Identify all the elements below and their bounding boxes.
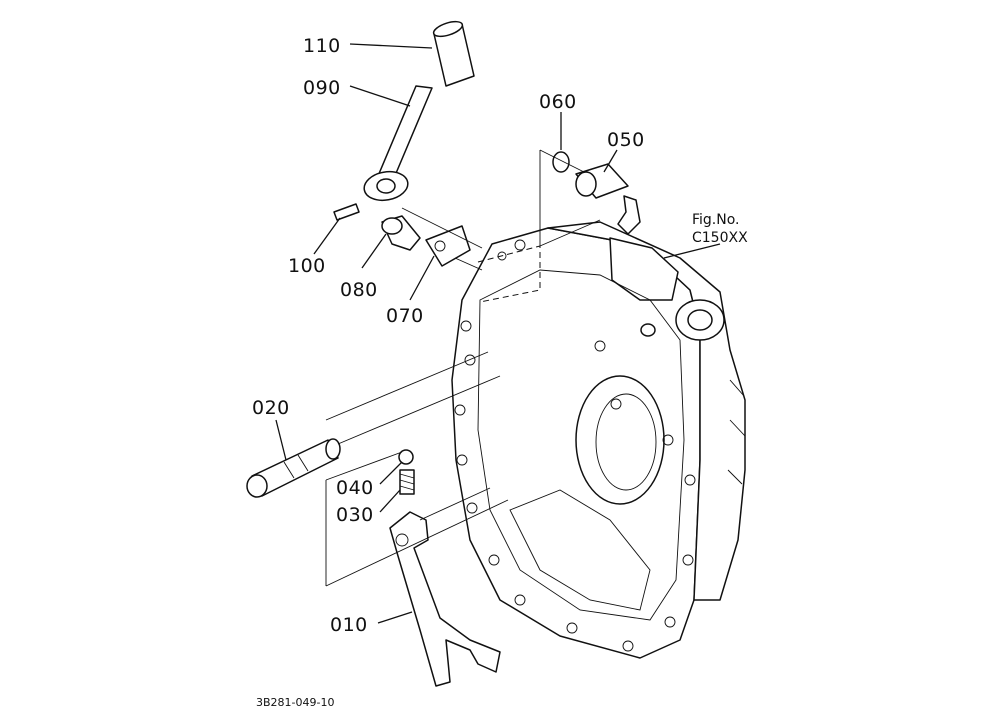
transmission-housing (451, 221, 746, 659)
part-100-pin (333, 203, 360, 221)
part-090-lever (363, 85, 433, 202)
callout-070: 070 (386, 305, 424, 327)
callout-010: 010 (330, 614, 368, 636)
part-080-bolt (381, 215, 421, 251)
part-070-plate (425, 225, 471, 267)
callout-030: 030 (336, 504, 374, 526)
callout-080: 080 (340, 279, 378, 301)
callout-110: 110 (303, 35, 341, 57)
part-010-shift-fork (389, 511, 501, 687)
leader-lines (275, 43, 721, 624)
fig-no-label: Fig.No. (692, 212, 740, 228)
assembly-lines (325, 149, 601, 587)
drawing-reference: 3B281-049-10 (256, 696, 334, 709)
part-110-knob (432, 20, 475, 87)
callout-090: 090 (303, 77, 341, 99)
callout-040: 040 (336, 477, 374, 499)
callout-050: 050 (607, 129, 645, 151)
flange-bolt-holes (454, 239, 696, 652)
part-040-ball (398, 449, 414, 465)
part-020-shaft (246, 438, 341, 498)
part-030-spring (399, 469, 415, 495)
part-060-o-ring (552, 151, 570, 173)
callout-100: 100 (288, 255, 326, 277)
fig-no-code: C150XX (692, 230, 748, 246)
callout-labels: 110 090 060 050 100 080 070 020 040 030 … (252, 35, 645, 636)
callout-020: 020 (252, 397, 290, 419)
figure-number: Fig.No. C150XX (692, 212, 748, 246)
callout-060: 060 (539, 91, 577, 113)
part-050-shaft (575, 163, 641, 235)
